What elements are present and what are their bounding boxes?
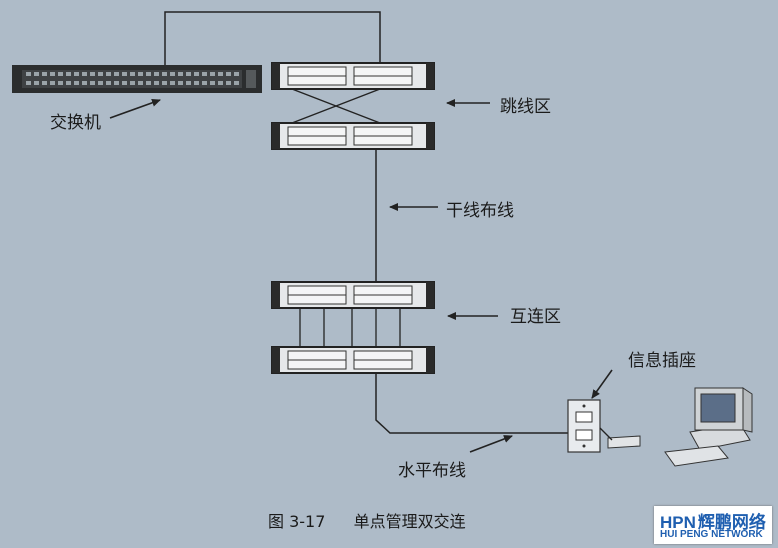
arrow-horizontal: [469, 435, 513, 453]
crossconnect-jumpers: [299, 308, 401, 347]
figure-caption: 图 3-17 单点管理双交连: [268, 508, 466, 532]
arrow-outlet: [591, 369, 613, 399]
label-backbone: 干线布线: [446, 201, 514, 221]
figure-number: 图 3-17: [268, 512, 326, 531]
label-switch: 交换机: [50, 113, 101, 133]
crossconnect-panel-1: [271, 281, 435, 309]
label-crossconnect-area: 互连区: [510, 307, 561, 327]
patch-panel-1: [271, 62, 435, 90]
horizontal-cable: [375, 373, 568, 434]
patch-panel-2: [271, 122, 435, 150]
switch-uplink-cable: [164, 11, 381, 65]
arrow-switch: [109, 98, 161, 119]
switch-ports: [26, 72, 239, 85]
switch-device: [12, 65, 262, 93]
crossconnect-panel-2: [271, 346, 435, 374]
figure-title: 单点管理双交连: [353, 512, 466, 531]
computer-workstation: [599, 387, 753, 467]
cross-patch-cord-2: [291, 88, 381, 124]
label-horizontal: 水平布线: [398, 461, 466, 481]
label-patch-area: 跳线区: [500, 97, 551, 117]
label-information-outlet: 信息插座: [628, 351, 696, 371]
logo-subtitle: HUI PENG NETWORK: [660, 529, 763, 540]
information-outlet: [567, 399, 601, 453]
